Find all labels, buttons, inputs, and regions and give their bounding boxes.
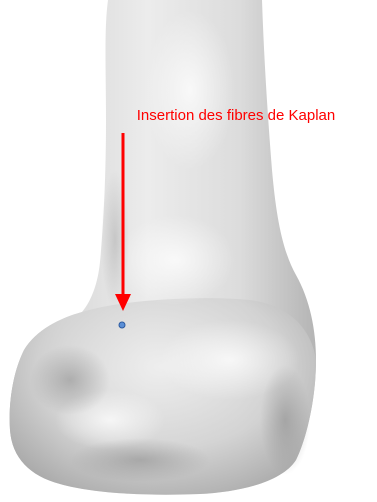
kaplan-insertion-marker bbox=[119, 322, 125, 328]
surface-highlight bbox=[115, 215, 235, 305]
annotation-label: Insertion des fibres de Kaplan bbox=[137, 107, 335, 124]
surface-highlight bbox=[145, 10, 235, 170]
surface-shadow bbox=[30, 345, 110, 415]
surface-shadow bbox=[70, 438, 210, 482]
surface-shadow bbox=[101, 170, 129, 310]
surface-shadow bbox=[260, 365, 310, 475]
